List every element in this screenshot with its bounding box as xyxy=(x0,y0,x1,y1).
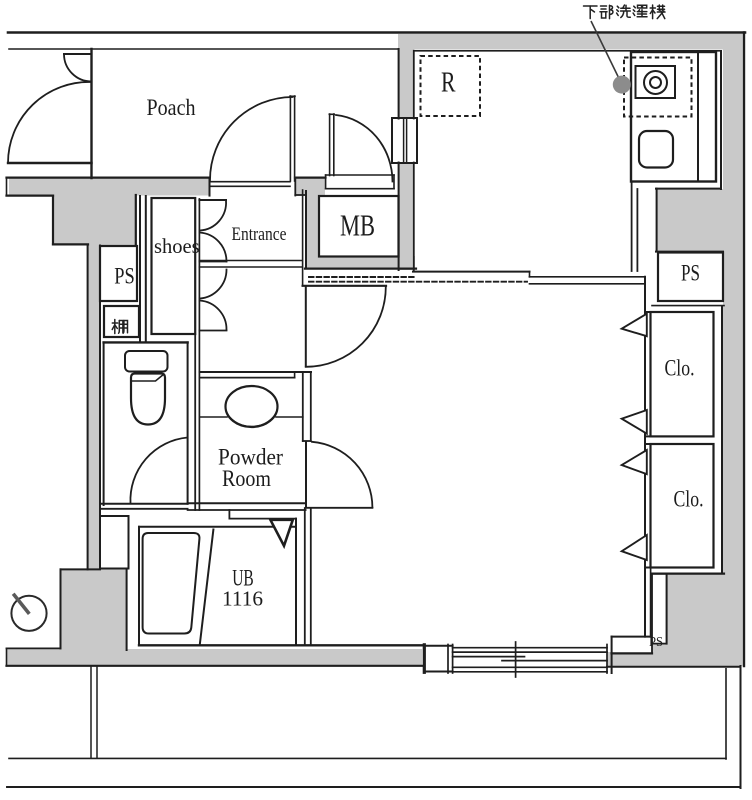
svg-text:Powder: Powder xyxy=(218,445,283,470)
svg-text:Poach: Poach xyxy=(147,95,196,120)
svg-text:shoes: shoes xyxy=(154,234,200,258)
svg-text:MB: MB xyxy=(340,208,375,243)
svg-text:PS: PS xyxy=(649,635,663,650)
svg-text:Room: Room xyxy=(222,466,271,491)
svg-text:Entrance: Entrance xyxy=(232,224,287,245)
svg-text:UB: UB xyxy=(232,566,254,592)
svg-text:PS: PS xyxy=(681,261,700,286)
svg-text:1116: 1116 xyxy=(222,587,263,611)
svg-text:Clo.: Clo. xyxy=(674,487,704,512)
svg-text:Clo.: Clo. xyxy=(665,356,695,381)
svg-text:R: R xyxy=(441,67,456,99)
svg-text:PS: PS xyxy=(114,264,135,289)
